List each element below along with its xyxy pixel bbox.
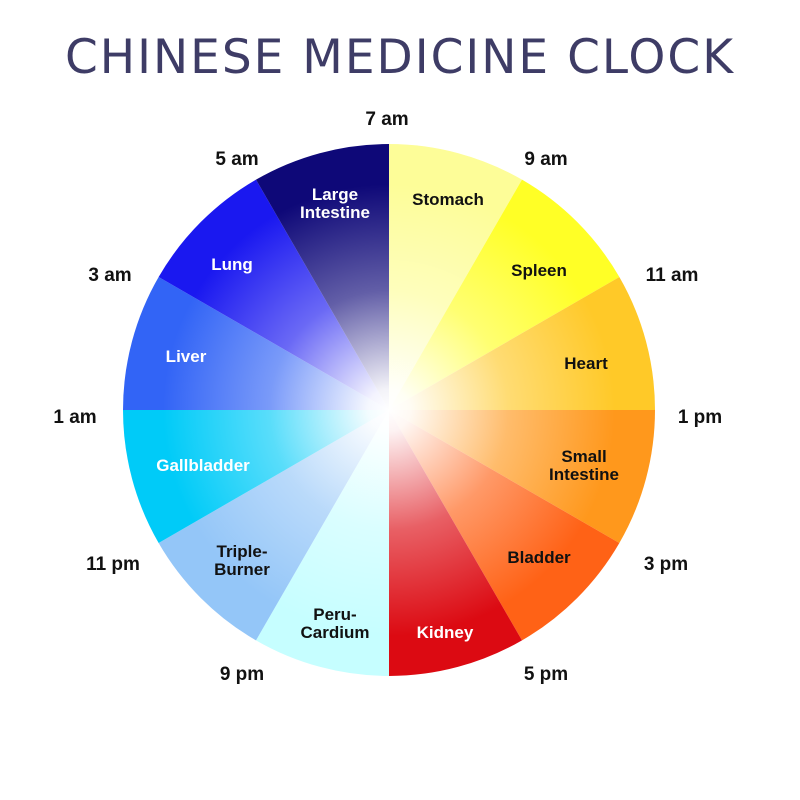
organ-label-heart: Heart xyxy=(564,354,608,373)
organ-label-triple-burner: Triple- Burner xyxy=(214,542,270,579)
organ-label-liver: Liver xyxy=(165,347,207,366)
time-label: 5 am xyxy=(215,149,259,170)
page-title: CHINESE MEDICINE CLOCK xyxy=(64,30,736,85)
time-label: 11 am xyxy=(645,265,699,286)
organ-label-spleen: Spleen xyxy=(511,261,567,280)
time-label: 9 am xyxy=(524,149,568,170)
time-label: 5 pm xyxy=(523,664,569,685)
organ-label-bladder: Bladder xyxy=(507,548,571,567)
time-label: 3 am xyxy=(88,265,132,286)
time-label: 11 pm xyxy=(86,554,140,575)
time-label: 1 pm xyxy=(677,407,723,428)
organ-label-small-intestine: Small Intestine xyxy=(549,447,619,484)
organ-label-gallbladder: Gallbladder xyxy=(156,456,250,475)
center-glow xyxy=(123,144,655,676)
organ-label-peru-cardium: Peru- Cardium xyxy=(300,605,370,642)
organ-label-stomach: Stomach xyxy=(412,190,484,209)
organ-label-large-intestine: Large Intestine xyxy=(300,185,370,222)
time-label: 1 am xyxy=(53,407,97,428)
time-label: 7 am xyxy=(365,109,409,130)
time-label: 9 pm xyxy=(219,664,265,685)
time-label: 3 pm xyxy=(643,554,689,575)
organ-label-lung: Lung xyxy=(211,255,253,274)
organ-label-kidney: Kidney xyxy=(416,623,474,642)
